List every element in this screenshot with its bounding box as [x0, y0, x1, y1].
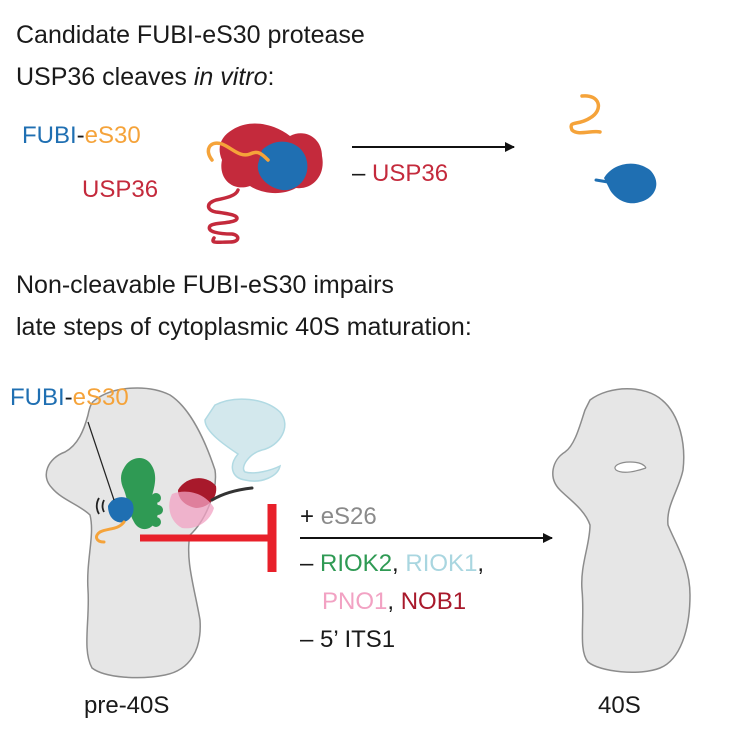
fubi-leader-line — [87, 421, 115, 501]
pre40s-fubi-dash: - — [64, 384, 73, 411]
pre40s-label: pre-40S — [84, 692, 170, 719]
pre-40s-particle — [45, 387, 286, 679]
es30-label: eS30 — [84, 122, 141, 149]
interaction-tick-2 — [101, 499, 105, 513]
usp36-complex — [206, 123, 323, 245]
pre40s-fubi-es30-label: FUBI-eS30 — [10, 384, 129, 412]
riok1-label: RIOK1 — [405, 550, 478, 577]
comma-1: , — [392, 550, 406, 577]
comma-2: , — [477, 550, 485, 577]
its1-label: – 5’ ITS1 — [300, 626, 396, 653]
fubi-label: FUBI — [22, 122, 77, 149]
its1-rna-strand — [210, 486, 254, 502]
mature-40s-label: 40S — [598, 692, 641, 719]
mature-40s-cleft — [614, 461, 647, 473]
minus-usp36-label: – USP36 — [352, 160, 448, 188]
mature-40s-body — [552, 388, 691, 673]
inhibition-symbol — [140, 504, 277, 572]
es30-tail-bound — [206, 141, 270, 162]
interaction-tick-1 — [95, 497, 100, 515]
bound-fubi-shape — [108, 497, 134, 523]
riok2-bead-2 — [153, 505, 163, 515]
fubi-dash: - — [76, 122, 85, 149]
usp36-label: USP36 — [82, 176, 159, 203]
panel1-title-line2: USP36 cleaves in vitro: — [16, 62, 274, 92]
pno1-shape — [169, 491, 214, 529]
pre-40s-body — [45, 387, 217, 679]
fubi-es30-label: FUBI-eS30 — [22, 122, 141, 150]
panel1-title-suffix: : — [267, 63, 275, 91]
minus-sign: – — [300, 550, 321, 577]
panel2-title-line2: late steps of cytoplasmic 40S maturation… — [16, 313, 472, 341]
riok1-shape — [204, 398, 286, 482]
bound-es30-tail — [95, 520, 126, 544]
panel1-title-line1: Candidate FUBI-eS30 protease — [16, 21, 365, 49]
pno1-nob1-label: PNO1, NOB1 — [322, 588, 466, 616]
usp36-disordered-tail — [206, 188, 240, 245]
plus-sign: + — [300, 503, 321, 530]
panel2-title-line1: Non-cleavable FUBI-eS30 impairs — [16, 271, 394, 299]
nob1-label: NOB1 — [400, 588, 467, 615]
pno1-label: PNO1 — [322, 588, 388, 615]
free-fubi-shape — [604, 163, 657, 204]
riok2-label: RIOK2 — [320, 550, 393, 577]
minus-usp36-name: USP36 — [372, 160, 449, 187]
panel1-title-italic: in vitro — [193, 63, 268, 91]
pre40s-es30-label: eS30 — [72, 384, 129, 411]
es26-label: eS26 — [320, 503, 377, 530]
plus-es26-label: + eS26 — [300, 503, 377, 531]
comma-3: , — [387, 588, 401, 615]
panel1-title-prefix: USP36 cleaves — [16, 63, 194, 91]
pre40s-fubi-label: FUBI — [10, 384, 65, 411]
free-fubi-stub — [594, 178, 610, 184]
free-es30-tail — [569, 94, 602, 135]
riok2-bead-1 — [151, 493, 161, 503]
riok2-bead-3 — [151, 517, 161, 527]
minus-usp36-dash: – — [352, 160, 373, 187]
fubi-protein-shape — [257, 141, 308, 191]
minus-factors-label: – RIOK2, RIOK1, — [300, 550, 484, 578]
